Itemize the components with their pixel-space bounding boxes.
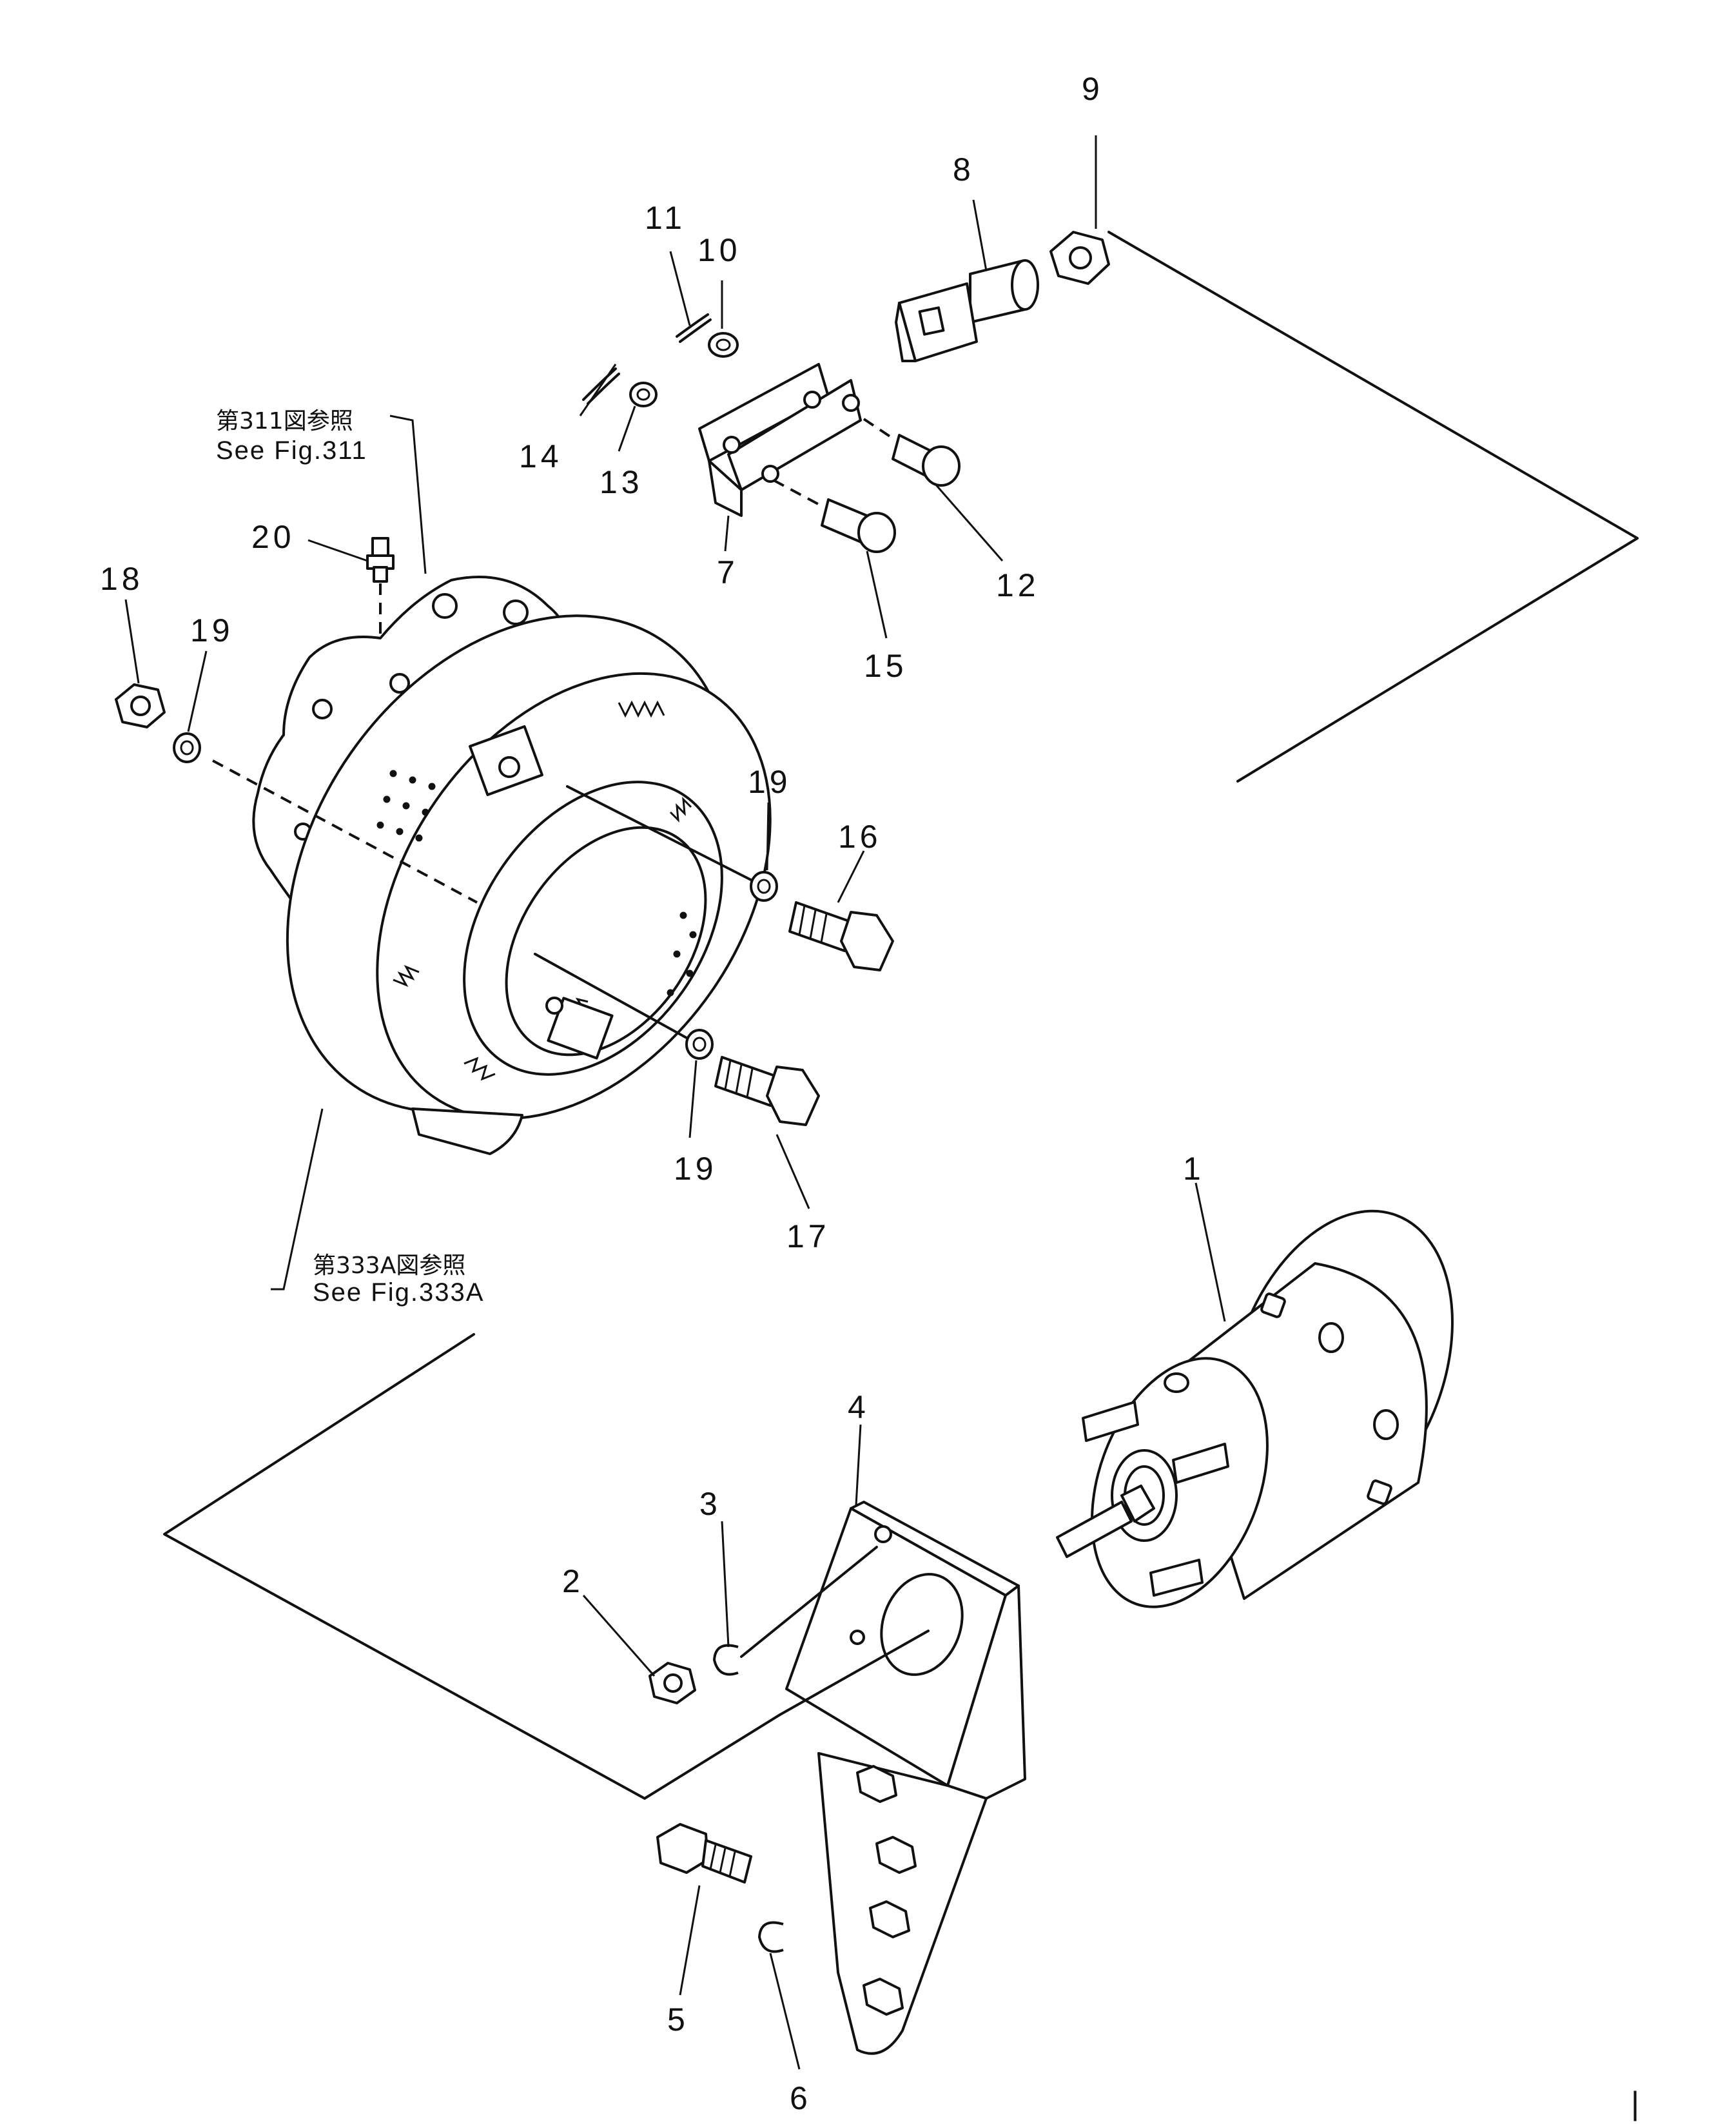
figure-references: 第311図参照 See Fig.311 第333A図参照 See Fig.333… bbox=[216, 408, 484, 1307]
assembly-outline-upper bbox=[1107, 231, 1639, 783]
part-10-washer bbox=[708, 332, 739, 358]
leader-lines bbox=[124, 135, 1226, 2070]
callout-2: 2 bbox=[562, 1563, 584, 1599]
part-20-grease-fitting bbox=[366, 537, 395, 645]
callout-16: 16 bbox=[838, 819, 882, 855]
callout-19-lower: 19 bbox=[674, 1151, 717, 1187]
callout-20: 20 bbox=[251, 519, 295, 555]
callout-11: 11 bbox=[645, 200, 686, 236]
part-3-washer bbox=[713, 1546, 878, 1676]
callout-19-mid: 19 bbox=[748, 764, 792, 800]
callout-labels: 1 2 3 4 5 6 7 8 9 10 11 12 13 14 15 16 1… bbox=[100, 71, 1205, 2116]
callout-7: 7 bbox=[717, 554, 739, 590]
callout-15: 15 bbox=[864, 648, 908, 684]
part-19-washer-lower bbox=[685, 1029, 714, 1060]
callout-8: 8 bbox=[953, 151, 975, 188]
fig-333a-ref-jp: 第333A図参照 bbox=[313, 1252, 465, 1279]
part-17-bolt bbox=[714, 1056, 820, 1126]
part-9-nut bbox=[1049, 231, 1110, 285]
callout-1: 1 bbox=[1183, 1151, 1205, 1187]
fig-311-ref-en: See Fig.311 bbox=[216, 436, 367, 465]
callout-14: 14 bbox=[519, 438, 563, 474]
callout-10: 10 bbox=[697, 232, 741, 268]
part-19-washer-left bbox=[173, 732, 201, 763]
part-4-bracket bbox=[785, 1501, 1026, 2055]
callout-4: 4 bbox=[848, 1389, 870, 1425]
part-11-cotter-pin bbox=[676, 313, 712, 343]
part-2-nut bbox=[649, 1662, 696, 1704]
assembly-outline-lower bbox=[163, 1333, 781, 1800]
part-16-bolt bbox=[788, 901, 894, 971]
brake-shoe-springs bbox=[393, 700, 692, 1081]
callout-19-left: 19 bbox=[190, 612, 234, 648]
part-6-washer bbox=[758, 1921, 784, 1953]
callout-5: 5 bbox=[667, 2002, 689, 2038]
part-18-nut bbox=[115, 683, 166, 728]
callout-3: 3 bbox=[699, 1486, 721, 1522]
part-13-washer bbox=[629, 382, 658, 407]
callout-13: 13 bbox=[600, 464, 643, 500]
callout-9: 9 bbox=[1082, 71, 1104, 107]
callout-12: 12 bbox=[996, 567, 1040, 603]
part-7-link-plates bbox=[698, 363, 862, 517]
fig-333a-ref-en: See Fig.333A bbox=[313, 1278, 484, 1307]
callout-6: 6 bbox=[790, 2080, 812, 2116]
part-1-motor bbox=[1056, 1209, 1454, 1608]
part-12-pin bbox=[863, 418, 961, 487]
stray-mark: | bbox=[1631, 2085, 1643, 2121]
fig-311-ref-jp: 第311図参照 bbox=[216, 408, 353, 434]
callout-18: 18 bbox=[100, 561, 144, 597]
part-8-clevis bbox=[895, 259, 1039, 362]
part-19-washer-mid bbox=[750, 871, 778, 902]
part-15-pin bbox=[773, 479, 896, 553]
callout-17: 17 bbox=[786, 1218, 830, 1254]
part-5-bolt bbox=[656, 1823, 752, 1884]
